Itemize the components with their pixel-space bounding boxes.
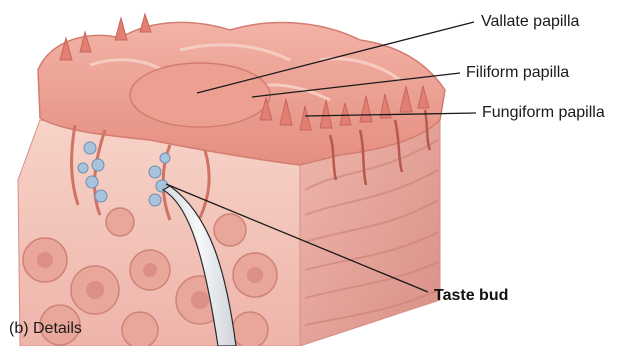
label-fungiform-papilla: Fungiform papilla [482,104,605,122]
vallate-papilla-mound [130,63,270,127]
label-taste-bud: Taste bud [434,287,508,305]
figure-caption: (b) Details [9,320,82,338]
label-filiform-papilla: Filiform papilla [466,64,569,82]
label-vallate-papilla: Vallate papilla [481,13,579,31]
